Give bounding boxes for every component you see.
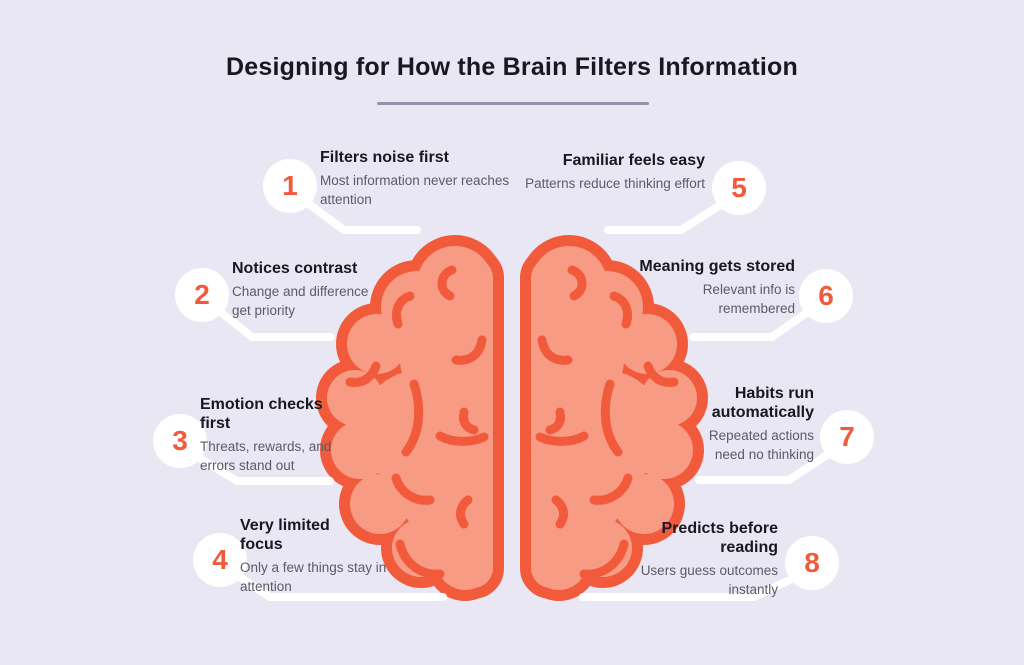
point-title: Predicts before reading	[661, 520, 778, 556]
point-text-block: Habits run automatically Repeated action…	[654, 385, 814, 465]
connector-lines	[192, 198, 834, 601]
connector-7	[695, 449, 834, 484]
point-text-block: Very limited focus Only a few things sta…	[240, 517, 410, 597]
point-title: Meaning gets stored	[639, 258, 795, 275]
point-description: Patterns reduce thinking effort	[525, 175, 705, 191]
point-title: Notices contrast	[232, 260, 358, 277]
connector-8	[579, 574, 798, 601]
point-text-block: Meaning gets stored Relevant info is rem…	[625, 258, 795, 319]
connector-5	[604, 200, 726, 234]
point-title: Familiar feels easy	[562, 152, 705, 169]
point-number-badge: 6	[799, 269, 853, 323]
point-title: Habits run automatically	[711, 385, 814, 421]
point-description: Only a few things stay in attention	[240, 559, 387, 594]
point-title: Very limited focus	[240, 517, 330, 553]
point-text-block: Filters noise first Most information nev…	[320, 149, 515, 210]
point-number-badge: 4	[193, 533, 247, 587]
point-description: Relevant info is remembered	[702, 281, 795, 316]
page-title: Designing for How the Brain Filters Info…	[226, 53, 798, 81]
point-text-block: Familiar feels easy Patterns reduce thin…	[500, 152, 705, 194]
point-text-block: Predicts before reading Users guess outc…	[600, 520, 778, 600]
point-number-badge: 1	[263, 159, 317, 213]
point-title: Filters noise first	[320, 149, 449, 166]
point-number-badge: 7	[820, 410, 874, 464]
title-rule	[377, 102, 649, 105]
point-number-badge: 2	[175, 268, 229, 322]
point-description: Repeated actions need no thinking	[708, 427, 814, 462]
connector-1	[302, 198, 421, 234]
point-description: Users guess outcomes instantly	[640, 562, 778, 597]
point-title: Emotion checks first	[200, 396, 323, 432]
point-number-badge: 3	[153, 414, 207, 468]
point-number-badge: 5	[712, 161, 766, 215]
point-description: Change and difference get priority	[232, 283, 369, 318]
point-description: Most information never reaches attention	[320, 172, 510, 207]
point-number-badge: 8	[785, 536, 839, 590]
connector-6	[689, 307, 813, 341]
connector-2	[214, 306, 335, 341]
point-description: Threats, rewards, and errors stand out	[200, 438, 332, 473]
point-text-block: Notices contrast Change and difference g…	[232, 260, 384, 321]
connector-4	[234, 572, 447, 601]
point-text-block: Emotion checks first Threats, rewards, a…	[200, 396, 342, 476]
connector-3	[192, 452, 334, 485]
